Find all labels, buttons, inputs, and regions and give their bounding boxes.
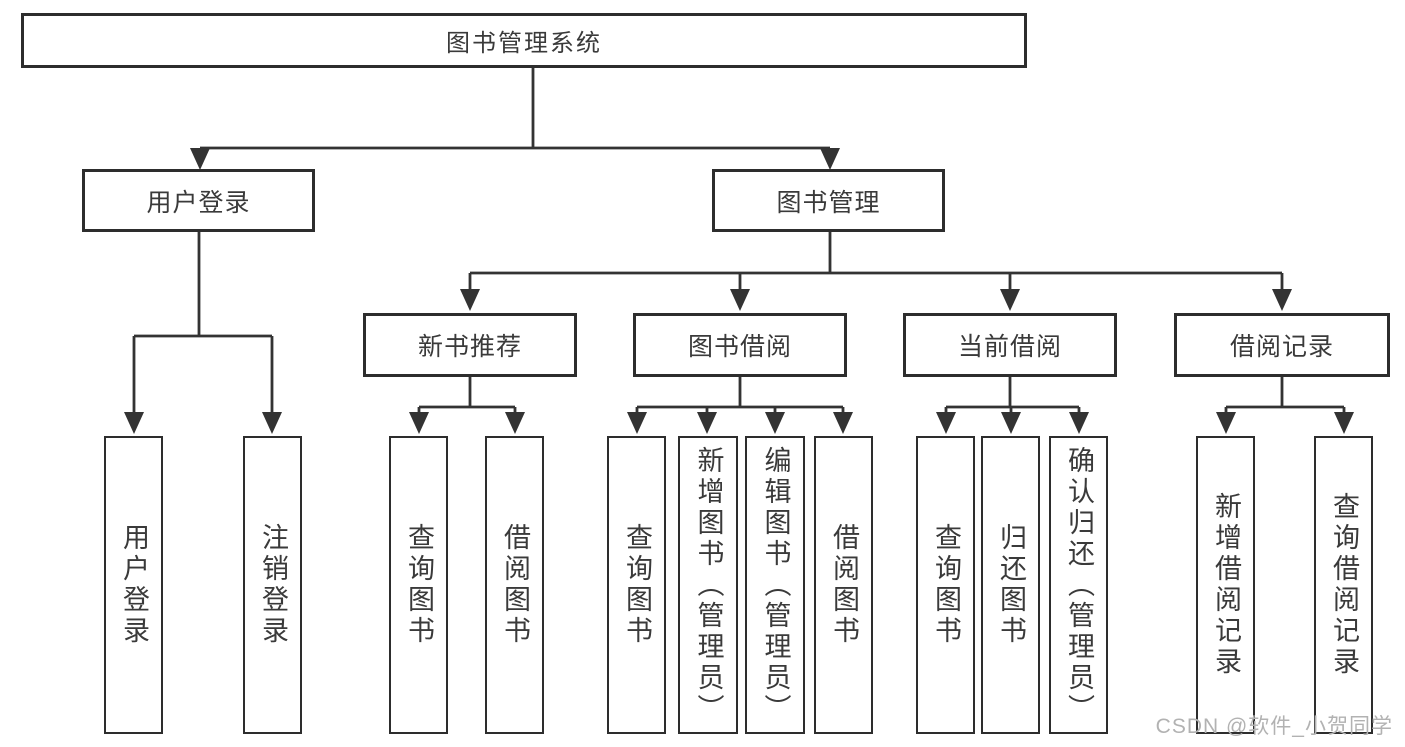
leaf-add-books-admin: 新增图书（管理员） — [678, 436, 738, 734]
node-book-borrow: 图书借阅 — [633, 313, 847, 377]
leaf-return-books: 归还图书 — [981, 436, 1040, 734]
node-label: 图书管理 — [776, 188, 881, 217]
node-user-login: 用户登录 — [82, 169, 315, 232]
leaf-label: 用户登录 — [119, 523, 149, 647]
node-label: 新书推荐 — [417, 333, 522, 361]
leaf-label: 确认归还（管理员） — [1064, 445, 1094, 725]
node-label: 当前借阅 — [957, 333, 1062, 361]
node-book-management: 图书管理 — [712, 169, 945, 232]
leaf-label: 注销登录 — [258, 523, 288, 647]
leaf-label: 查询图书 — [404, 523, 434, 647]
leaf-query-books-recommend: 查询图书 — [389, 436, 448, 734]
leaf-label: 新增借阅记录 — [1211, 492, 1241, 678]
node-borrow-records: 借阅记录 — [1174, 313, 1390, 377]
node-label: 借阅记录 — [1229, 333, 1334, 361]
leaf-borrow-books: 借阅图书 — [814, 436, 873, 734]
leaf-add-borrow-record: 新增借阅记录 — [1196, 436, 1255, 734]
leaf-label: 查询借阅记录 — [1329, 492, 1359, 678]
node-current-borrow: 当前借阅 — [903, 313, 1117, 377]
leaf-query-books-current: 查询图书 — [916, 436, 975, 734]
node-label: 图书管理系统 — [446, 30, 602, 57]
leaf-borrow-books-recommend: 借阅图书 — [485, 436, 544, 734]
leaf-label: 查询图书 — [622, 523, 652, 647]
leaf-label: 查询图书 — [931, 523, 961, 647]
leaf-query-borrow-record: 查询借阅记录 — [1314, 436, 1373, 734]
leaf-query-books-borrow: 查询图书 — [607, 436, 666, 734]
leaf-label: 新增图书（管理员） — [693, 445, 724, 725]
node-library-system: 图书管理系统 — [21, 13, 1027, 68]
leaf-label: 借阅图书 — [829, 523, 859, 647]
leaf-label: 归还图书 — [996, 523, 1026, 647]
leaf-label: 借阅图书 — [500, 523, 530, 647]
watermark: CSDN @软件_小贺同学 — [1155, 715, 1393, 738]
leaf-confirm-return-admin: 确认归还（管理员） — [1049, 436, 1108, 734]
leaf-logout: 注销登录 — [243, 436, 302, 734]
leaf-label: 编辑图书（管理员） — [760, 445, 791, 725]
leaf-edit-books-admin: 编辑图书（管理员） — [745, 436, 805, 734]
node-label: 用户登录 — [146, 188, 251, 217]
node-new-book-recommend: 新书推荐 — [363, 313, 577, 377]
node-label: 图书借阅 — [687, 333, 792, 361]
leaf-user-login: 用户登录 — [104, 436, 163, 734]
